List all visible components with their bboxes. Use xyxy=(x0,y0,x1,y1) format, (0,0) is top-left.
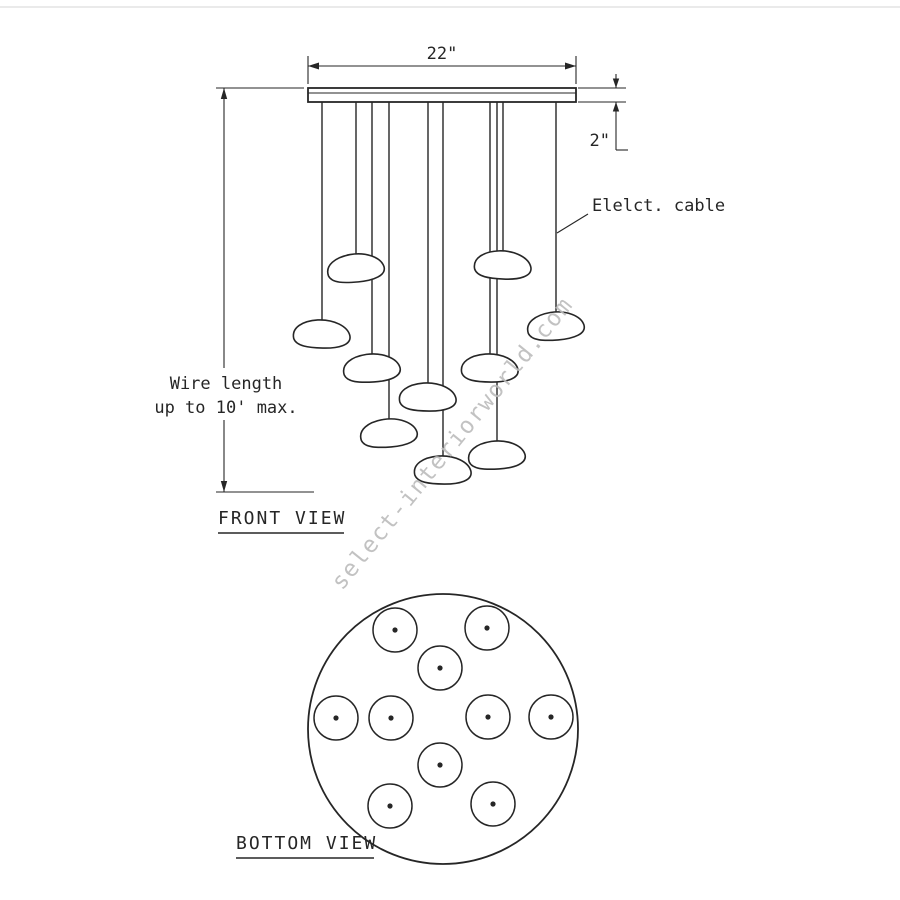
pendant-center-dot xyxy=(333,715,339,721)
pendant-center-dot xyxy=(392,627,398,633)
pendant-shade xyxy=(292,317,352,351)
cable-callout: Elelct. cable xyxy=(556,196,725,234)
canopy-height-value: 2" xyxy=(590,131,610,151)
dimension-canopy-width: 22" xyxy=(307,44,577,84)
pendant-circle xyxy=(528,694,574,740)
canopy-plate xyxy=(307,87,577,103)
pendant-shade xyxy=(398,381,458,413)
pendant-circle xyxy=(368,695,414,741)
front-view: 22" 2" xyxy=(154,44,725,534)
arrowhead-up-icon xyxy=(612,102,620,112)
front-view-title: FRONT VIEW xyxy=(218,508,346,534)
cable-callout-label: Elelct. cable xyxy=(592,196,725,216)
pendant-center-dot xyxy=(485,714,491,720)
pendant-circle xyxy=(367,783,413,829)
wire-length-note-line2: up to 10' max. xyxy=(154,398,297,418)
canopy xyxy=(307,87,577,103)
canopy-width-value: 22" xyxy=(427,44,458,64)
pendant-circle xyxy=(470,781,516,827)
pendant-circle xyxy=(464,605,510,651)
arrowhead-down-icon xyxy=(220,481,228,492)
pendant-circle xyxy=(417,742,463,788)
bottom-view: BOTTOM VIEW xyxy=(236,593,579,865)
pendant-circle xyxy=(465,694,511,740)
pendant-shade xyxy=(359,416,419,450)
pendant-shade xyxy=(342,352,402,384)
front-view-label: FRONT VIEW xyxy=(218,508,346,529)
pendant-center-dot xyxy=(387,803,393,809)
pendant-center-dot xyxy=(548,714,554,720)
arrowhead-up-icon xyxy=(220,88,228,99)
pendant-shade xyxy=(467,439,527,471)
pendant-center-dot xyxy=(490,801,496,807)
pendant-center-dot xyxy=(484,625,490,631)
pendant-center-dot xyxy=(388,715,394,721)
dimension-wire-length: Wire length up to 10' max. xyxy=(154,87,314,493)
pendant-shade xyxy=(325,251,386,285)
arrowhead-down-icon xyxy=(612,78,620,88)
pendant-circle xyxy=(372,607,418,653)
pendant-center-dot xyxy=(437,665,443,671)
pendant-circle xyxy=(313,695,359,741)
pendant-circle xyxy=(417,645,463,691)
pendant-center-dot xyxy=(437,762,443,768)
bottom-view-title: BOTTOM VIEW xyxy=(236,833,377,859)
bottom-view-label: BOTTOM VIEW xyxy=(236,833,377,854)
wire-length-note-line1: Wire length xyxy=(170,374,283,394)
pendant-shade xyxy=(472,248,533,282)
leader-line xyxy=(556,213,589,234)
pendant-circles xyxy=(313,605,574,829)
arrowhead-left-icon xyxy=(308,62,319,70)
arrowhead-right-icon xyxy=(565,62,576,70)
dimension-canopy-height: 2" xyxy=(578,74,628,151)
canopy-outline-circle xyxy=(307,593,579,865)
